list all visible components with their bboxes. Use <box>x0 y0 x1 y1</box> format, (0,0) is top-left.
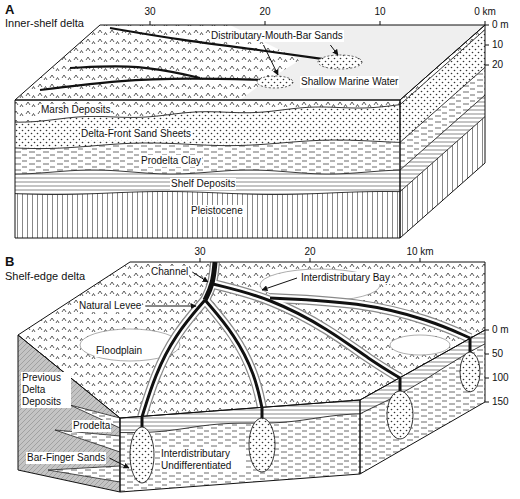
scale-number: 20 <box>303 246 316 258</box>
bar-finger-sand <box>387 391 413 439</box>
block-outline <box>18 335 120 492</box>
scale-number: 10 <box>373 6 386 18</box>
channel-fill <box>261 407 264 418</box>
callout-label: Bar-Finger Sands <box>26 452 106 464</box>
leader-line <box>109 458 129 468</box>
leader-line <box>263 45 278 75</box>
levee-crest <box>270 298 470 338</box>
layer-label: Delta-Front Sand Sheets <box>80 128 192 140</box>
scale-tick <box>485 65 489 66</box>
scale-tick <box>485 25 489 26</box>
callout-label: Channel <box>150 266 189 278</box>
layer-label: Shelf Deposits <box>170 178 236 190</box>
leader-line <box>192 272 208 282</box>
callout-label: Distributary-Mouth-Bar Sands <box>210 30 344 42</box>
scale-tick <box>200 258 201 262</box>
scale-tick <box>485 330 489 331</box>
layer-label: Prodelta Clay <box>140 155 202 167</box>
layer-label: Prodelta <box>72 420 111 432</box>
callout-label: Floodplain <box>95 345 143 357</box>
bar-finger-sand <box>460 352 480 392</box>
natural-levee <box>142 300 205 417</box>
scale-number: 0 km <box>473 6 497 18</box>
mouth-bar <box>257 76 293 88</box>
callout-label: Shallow Marine Water <box>300 76 399 88</box>
channel-fill <box>399 378 402 391</box>
scale-tick <box>485 378 489 379</box>
scale-tick <box>150 21 151 25</box>
callout-label: Interdistributary Bay <box>300 272 391 284</box>
scale-number: 30 <box>143 6 156 18</box>
bar-finger-sand <box>249 418 275 472</box>
stratum <box>15 117 485 238</box>
depth-number: 10 <box>491 39 504 51</box>
callout-label: Natural Levee <box>78 300 142 312</box>
open-area <box>390 335 450 355</box>
depth-number: 20 <box>491 59 504 71</box>
map-surface <box>15 25 485 100</box>
layer-label: Marsh Deposits <box>40 104 111 116</box>
distributary-channel <box>270 298 470 338</box>
distributary-channel <box>142 300 205 417</box>
channel-fill <box>469 338 472 352</box>
scale-tick <box>380 21 381 25</box>
prodelta-wedge <box>55 430 120 452</box>
depth-number: 150 <box>491 396 510 408</box>
scale-tick <box>485 354 489 355</box>
inner-shelf-block <box>15 21 489 238</box>
depth-number: 0 m <box>491 19 510 31</box>
channel-fill <box>141 417 144 427</box>
leader-line <box>262 278 297 290</box>
block-outline <box>18 262 485 418</box>
distributary-channel <box>213 284 400 378</box>
stratum-boundary <box>15 95 485 174</box>
natural-levee <box>205 300 262 408</box>
block-outline <box>120 400 360 492</box>
marsh-plain <box>18 262 485 418</box>
stratum-boundary <box>15 117 485 195</box>
distributary-channel <box>40 79 265 90</box>
depth-number: 0 m <box>491 324 510 336</box>
map-surface <box>18 262 485 418</box>
mouth-bar <box>318 55 362 69</box>
block-outline <box>15 100 400 238</box>
strata <box>15 25 485 238</box>
prodelta-wedge <box>48 466 120 482</box>
scale-number: 10 km <box>405 246 434 258</box>
leader-lines <box>109 45 338 468</box>
scale-tick <box>310 258 311 262</box>
panel-title: Shelf-edge delta <box>4 270 86 283</box>
block-outline <box>400 25 485 238</box>
panel-letter: B <box>4 254 15 269</box>
depth-number: 100 <box>491 372 510 384</box>
scale-number: 20 <box>258 6 271 18</box>
scale-tick <box>420 258 421 262</box>
layer-label: Pleistocene <box>190 205 244 217</box>
panel-title: Inner-shelf delta <box>4 17 85 30</box>
scale-tick <box>265 21 266 25</box>
depth-number: 50 <box>491 348 504 360</box>
levee-crest <box>142 300 205 417</box>
marine-water <box>15 25 485 100</box>
leader-line <box>330 45 338 55</box>
distributary-channel <box>205 300 262 408</box>
scale-number: 30 <box>193 246 206 258</box>
panel-letter: A <box>4 2 15 17</box>
block-outline <box>15 25 485 100</box>
scale-tick <box>485 21 486 25</box>
shelf-edge-block <box>18 258 489 498</box>
scale-tick <box>485 45 489 46</box>
bar-finger-sand <box>130 427 154 483</box>
block-outline <box>360 330 485 474</box>
layer-label: Previous Delta Deposits <box>21 372 71 408</box>
scale-tick <box>485 402 489 403</box>
levee-crest <box>205 300 262 408</box>
layer-label: Interdistributary Undifferentiated <box>160 448 246 472</box>
distributary-channel <box>70 66 200 78</box>
leader-line <box>145 306 196 307</box>
